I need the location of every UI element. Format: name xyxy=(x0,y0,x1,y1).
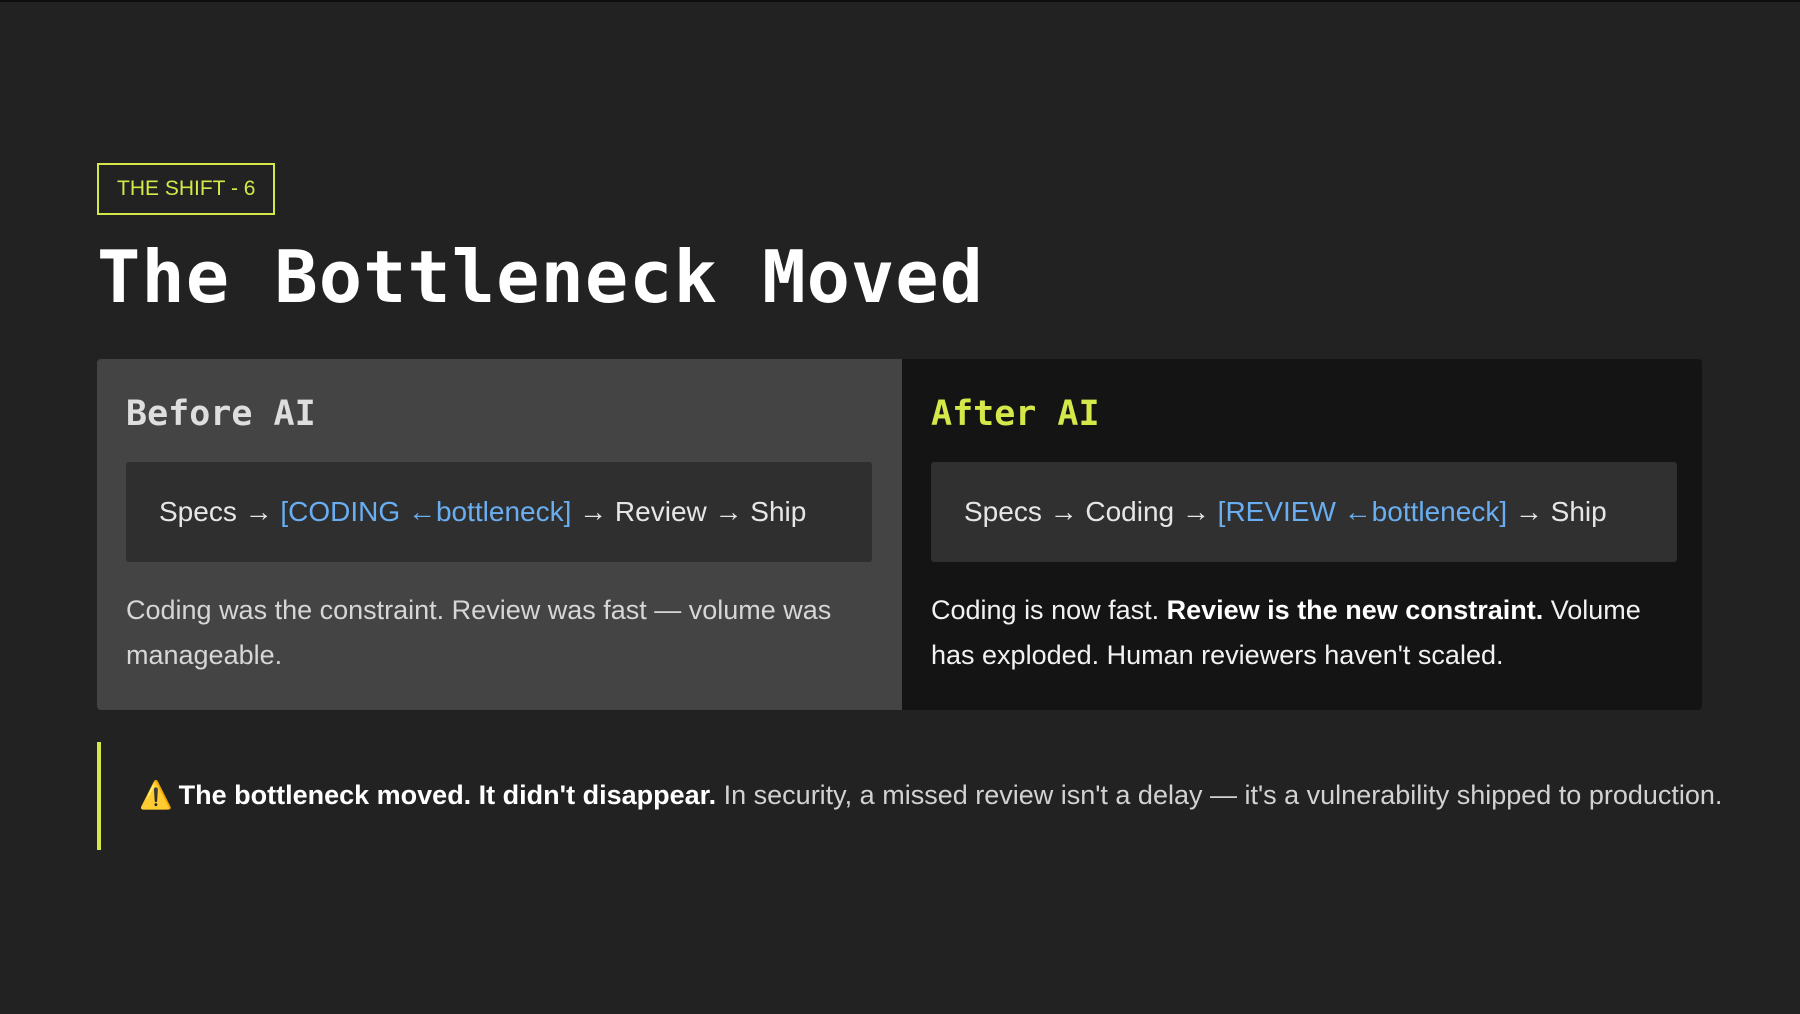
after-description-lead: Coding is now fast. xyxy=(931,595,1167,625)
before-flow-end: → Review → Ship xyxy=(571,496,807,527)
after-flow-end: → Ship xyxy=(1507,496,1607,527)
after-ai-panel: After AI Specs → Coding → [REVIEW ←bottl… xyxy=(902,359,1702,710)
section-tag: THE SHIFT - 6 xyxy=(97,163,276,215)
callout-note: ⚠️The bottleneck moved. It didn't disapp… xyxy=(139,771,1722,819)
after-description-rest: Volume has exploded. Human reviewers hav… xyxy=(931,595,1641,670)
after-ai-heading: After AI xyxy=(931,394,1100,434)
callout-emphasis: The bottleneck moved. It didn't disappea… xyxy=(178,780,717,810)
callout-accent-bar xyxy=(97,742,101,850)
after-bottleneck-label: [REVIEW ←bottleneck] xyxy=(1217,496,1508,527)
after-flow-start: Specs → Coding → xyxy=(964,496,1218,527)
page-title: The Bottleneck Moved xyxy=(97,235,984,319)
after-flow-diagram: Specs → Coding → [REVIEW ←bottleneck] → … xyxy=(931,462,1677,562)
before-flow-start: Specs → xyxy=(159,496,281,527)
before-bottleneck-label: [CODING ←bottleneck] xyxy=(280,496,572,527)
callout-text: In security, a missed review isn't a del… xyxy=(716,780,1723,810)
after-description: Coding is now fast. Review is the new co… xyxy=(931,588,1671,678)
before-ai-panel: Before AI Specs → [CODING ←bottleneck] →… xyxy=(97,359,902,710)
warning-icon: ⚠️ xyxy=(139,780,173,810)
top-border xyxy=(0,0,1800,2)
before-flow-diagram: Specs → [CODING ←bottleneck] → Review → … xyxy=(126,462,872,562)
before-description: Coding was the constraint. Review was fa… xyxy=(126,595,832,670)
after-description-emphasis: Review is the new constraint. xyxy=(1166,595,1544,625)
before-ai-heading: Before AI xyxy=(126,394,316,434)
